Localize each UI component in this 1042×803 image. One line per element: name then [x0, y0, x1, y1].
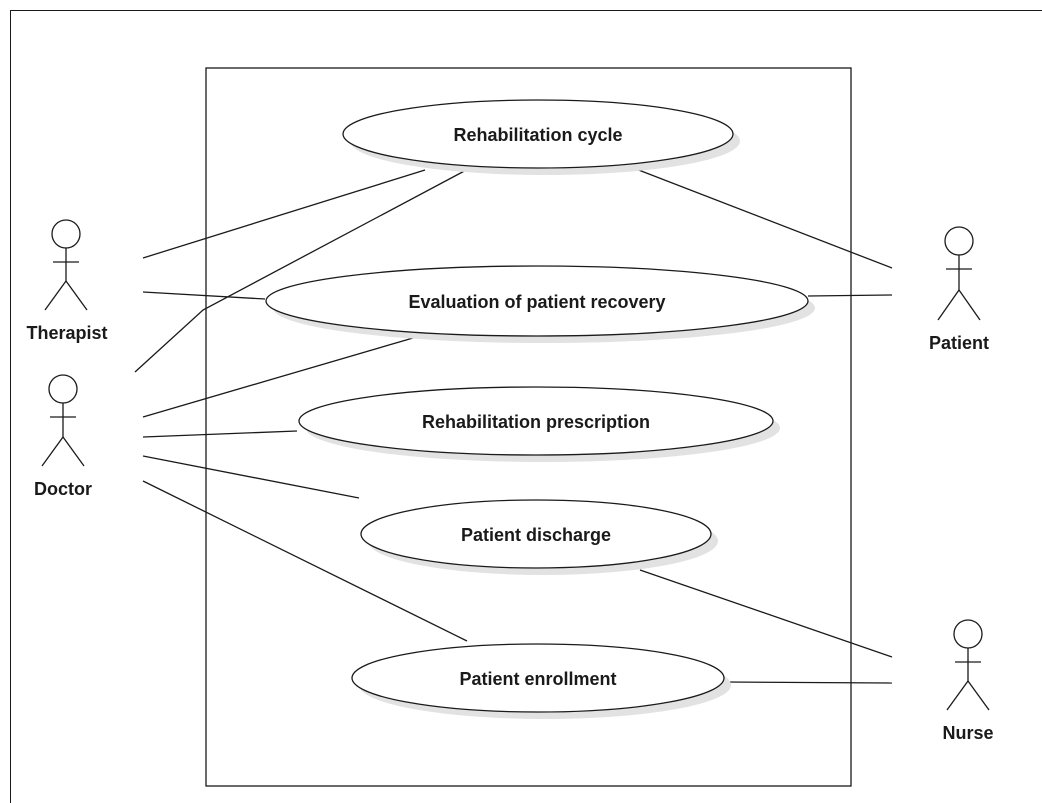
- association-doctor-enrollment: [142, 480, 468, 642]
- use-case-label: Rehabilitation prescription: [422, 412, 650, 432]
- use-case-ellipse: [351, 643, 725, 713]
- association-doctor-evaluation: [142, 337, 414, 418]
- use-case-ellipse: [360, 499, 712, 569]
- use-case-ellipse: [342, 99, 734, 169]
- actor-nurse: Nurse: [942, 619, 994, 743]
- use-case-evaluation: Evaluation of patient recovery: [265, 265, 815, 343]
- use-case-discharge: Patient discharge: [360, 499, 718, 575]
- actor-label: Therapist: [26, 323, 107, 343]
- association-doctor-discharge: [142, 455, 360, 499]
- outer-frame: [10, 10, 1042, 803]
- use-case-enrollment: Patient enrollment: [351, 643, 731, 719]
- use-case-prescription: Rehabilitation prescription: [298, 386, 780, 462]
- actor-patient: Patient: [929, 226, 989, 353]
- stick-figure-icon: [946, 619, 990, 711]
- use-case-ellipse: [265, 265, 809, 337]
- stick-figure-icon: [41, 374, 85, 467]
- actor-label: Doctor: [34, 479, 92, 499]
- use-case-label: Rehabilitation cycle: [453, 125, 622, 145]
- association-therapist-rehab-cycle: [142, 169, 426, 259]
- system-boundary: [205, 67, 852, 787]
- associations: [134, 167, 893, 684]
- use-case-ellipse: [298, 386, 774, 456]
- use-case-label: Patient enrollment: [459, 669, 616, 689]
- association-doctor-prescription: [142, 430, 298, 438]
- association-doctor-rehab-cycle: [134, 167, 471, 373]
- actor-label: Patient: [929, 333, 989, 353]
- use-case-label: Patient discharge: [461, 525, 611, 545]
- stick-figure-icon: [937, 226, 981, 321]
- association-patient-rehab-cycle: [635, 168, 893, 269]
- association-patient-evaluation: [807, 294, 893, 297]
- actor-label: Nurse: [942, 723, 993, 743]
- stick-figure-icon: [44, 219, 88, 311]
- association-therapist-evaluation: [142, 291, 266, 300]
- actor-therapist: Therapist: [26, 219, 108, 343]
- actor-doctor: Doctor: [34, 374, 92, 499]
- use-case-rehab-cycle: Rehabilitation cycle: [342, 99, 740, 175]
- association-nurse-discharge: [639, 569, 893, 658]
- use-case-label: Evaluation of patient recovery: [408, 292, 665, 312]
- association-nurse-enrollment: [725, 681, 893, 684]
